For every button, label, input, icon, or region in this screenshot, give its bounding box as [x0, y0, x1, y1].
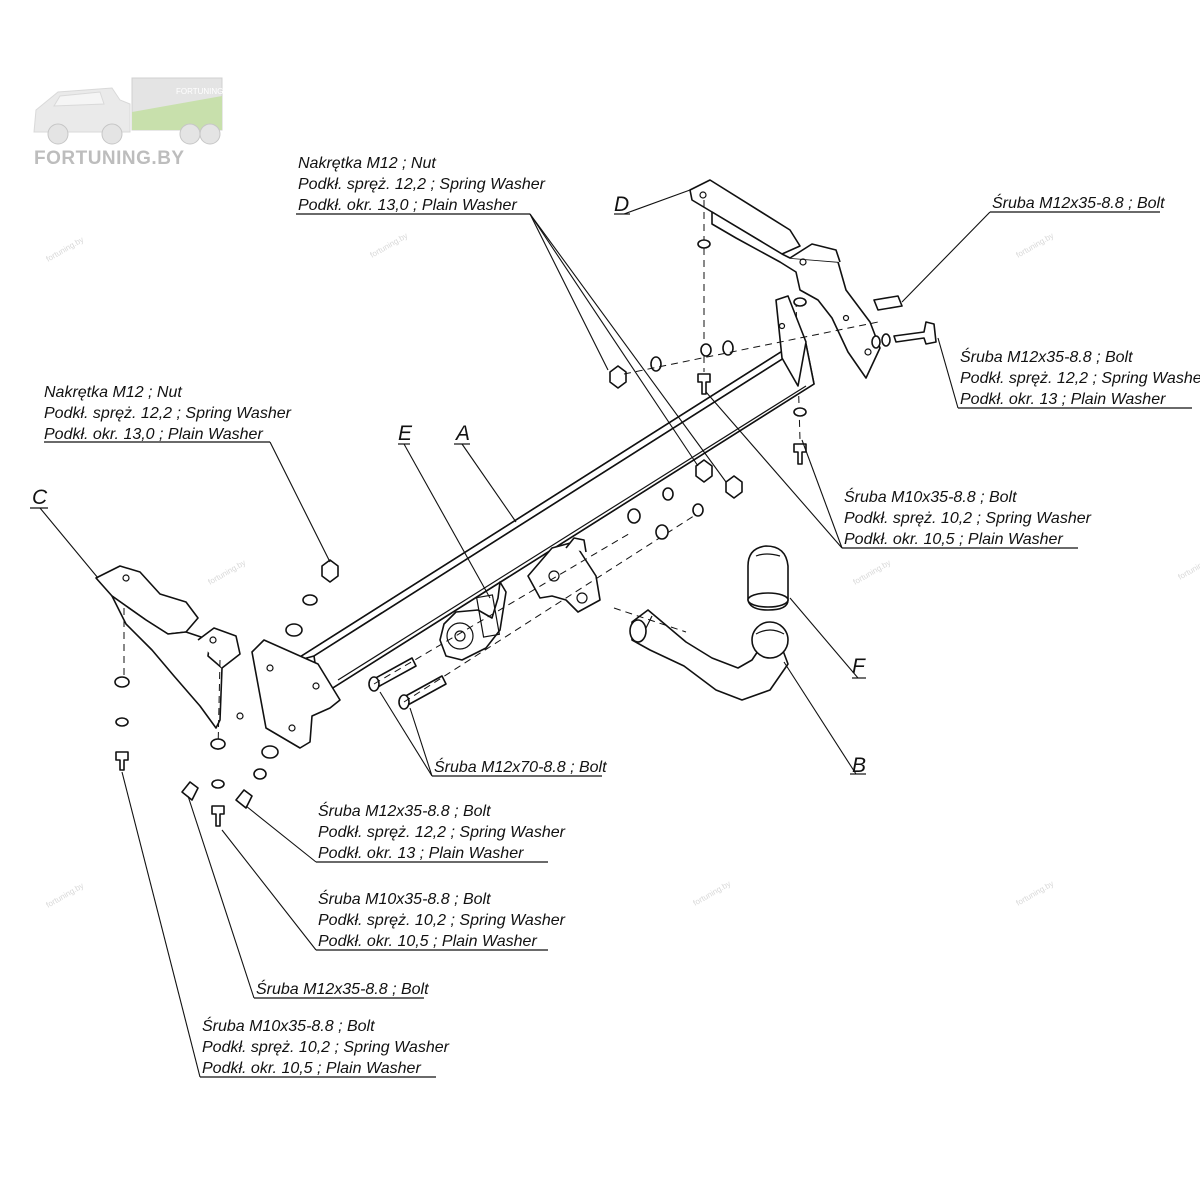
- callout-line: Śruba M12x35-8.8 ; Bolt: [960, 347, 1133, 366]
- letter-e: E: [398, 422, 413, 445]
- letter-a: A: [454, 422, 470, 445]
- letter-d: D: [614, 193, 629, 216]
- watermark-text: fortuning.by: [1015, 231, 1056, 260]
- callout-line: Nakrętka M12 ; Nut: [298, 155, 436, 172]
- logo-trailer-text: FORTUNING: [176, 87, 223, 96]
- callout-bottom-m10: Śruba M10x35-8.8 ; Bolt Podkł. spręż. 10…: [202, 1016, 450, 1077]
- callout-line: Nakrętka M12 ; Nut: [44, 384, 182, 401]
- watermark-text: fortuning.by: [45, 881, 86, 910]
- callout-right-bolt-top: Śruba M12x35-8.8 ; Bolt: [992, 193, 1165, 212]
- hook-mount: [527, 537, 601, 613]
- ball-cap-f: [747, 545, 789, 611]
- callout-line: Podkł. spręż. 10,2 ; Spring Washer: [844, 510, 1092, 527]
- letter-b: B: [852, 754, 866, 777]
- callout-line: Podkł. spręż. 10,2 ; Spring Washer: [318, 912, 566, 929]
- callout-top-nut: Nakrętka M12 ; Nut Podkł. spręż. 12,2 ; …: [298, 155, 546, 214]
- callout-line: Podkł. okr. 13,0 ; Plain Washer: [298, 197, 517, 214]
- leader-lines: [30, 189, 1192, 1078]
- bolt-icon: [697, 373, 711, 395]
- callout-line: Śruba M12x70-8.8 ; Bolt: [434, 757, 607, 776]
- callout-mid-m10: Śruba M10x35-8.8 ; Bolt Podkł. spręż. 10…: [318, 889, 566, 950]
- bolt-icon: [793, 443, 807, 465]
- nut-icon: [725, 475, 743, 499]
- callout-line: Podkł. spręż. 12,2 ; Spring Washer: [318, 824, 566, 841]
- truck-trailer-icon: FORTUNING: [33, 77, 223, 145]
- bolt-icon: [873, 295, 903, 311]
- logo-text: FORTUNING.BY: [34, 148, 185, 169]
- bolt-icon: [181, 781, 199, 801]
- callout-line: Podkł. spręż. 12,2 ; Spring Washer: [44, 405, 292, 422]
- callout-line: Podkł. okr. 13 ; Plain Washer: [318, 845, 524, 862]
- ball-neck-b: [613, 607, 789, 701]
- callout-line: Śruba M10x35-8.8 ; Bolt: [318, 889, 491, 908]
- bracket-d: [689, 179, 881, 441]
- bolt-icon: [115, 751, 129, 771]
- callout-line: Podkł. spręż. 12,2 ; Spring Washer: [960, 370, 1200, 387]
- watermark-text: fortuning.by: [207, 558, 248, 587]
- callout-line: Śruba M12x35-8.8 ; Bolt: [256, 979, 429, 998]
- callout-left-nut: Nakrętka M12 ; Nut Podkł. spręż. 12,2 ; …: [44, 384, 292, 443]
- callout-line: Podkł. okr. 10,5 ; Plain Washer: [844, 531, 1063, 548]
- part-letters: A B C D E F: [32, 193, 866, 777]
- bolt-icon: [211, 805, 225, 827]
- callout-mid-m12: Śruba M12x35-8.8 ; Bolt Podkł. spręż. 12…: [318, 801, 566, 862]
- letter-c: C: [32, 486, 48, 509]
- fasteners: [114, 239, 937, 827]
- callout-line: Podkł. okr. 10,5 ; Plain Washer: [202, 1060, 421, 1077]
- nut-icon: [695, 459, 713, 483]
- letter-f: F: [852, 655, 866, 678]
- callout-line: Podkł. okr. 13,0 ; Plain Washer: [44, 426, 263, 443]
- watermark-text: fortuning.by: [45, 235, 86, 264]
- bracket-c: [95, 565, 244, 751]
- watermark-text: fortuning.by: [852, 558, 893, 587]
- nut-icon: [321, 559, 339, 583]
- nut-icon: [609, 365, 627, 389]
- bolt-icon: [235, 789, 253, 809]
- callout-low-m12: Śruba M12x35-8.8 ; Bolt: [256, 979, 429, 998]
- callout-line: Podkł. okr. 10,5 ; Plain Washer: [318, 933, 537, 950]
- watermark-text: fortuning.by: [369, 231, 410, 260]
- callout-line: Śruba M12x35-8.8 ; Bolt: [318, 801, 491, 820]
- callout-line: Śruba M10x35-8.8 ; Bolt: [202, 1016, 375, 1035]
- callout-right-m10: Śruba M10x35-8.8 ; Bolt Podkł. spręż. 10…: [844, 487, 1092, 548]
- callout-right-bolt-washers: Śruba M12x35-8.8 ; Bolt Podkł. spręż. 12…: [960, 347, 1200, 408]
- fortuning-logo: FORTUNING FORTUNING.BY: [33, 77, 223, 169]
- callout-line: Podkł. spręż. 12,2 ; Spring Washer: [298, 176, 546, 193]
- socket-plate-e: [439, 581, 507, 661]
- callout-line: Śruba M10x35-8.8 ; Bolt: [844, 487, 1017, 506]
- bolt-icon: [893, 321, 937, 345]
- callout-center-m12x70: Śruba M12x70-8.8 ; Bolt: [434, 757, 607, 776]
- callout-line: Śruba M12x35-8.8 ; Bolt: [992, 193, 1165, 212]
- watermark-text: fortuning.by: [692, 879, 733, 908]
- callout-line: Podkł. spręż. 10,2 ; Spring Washer: [202, 1039, 450, 1056]
- watermark-text: fortuning.by: [1015, 879, 1056, 908]
- watermark-text: fortuning.by: [1177, 553, 1200, 582]
- callout-line: Podkł. okr. 13 ; Plain Washer: [960, 391, 1166, 408]
